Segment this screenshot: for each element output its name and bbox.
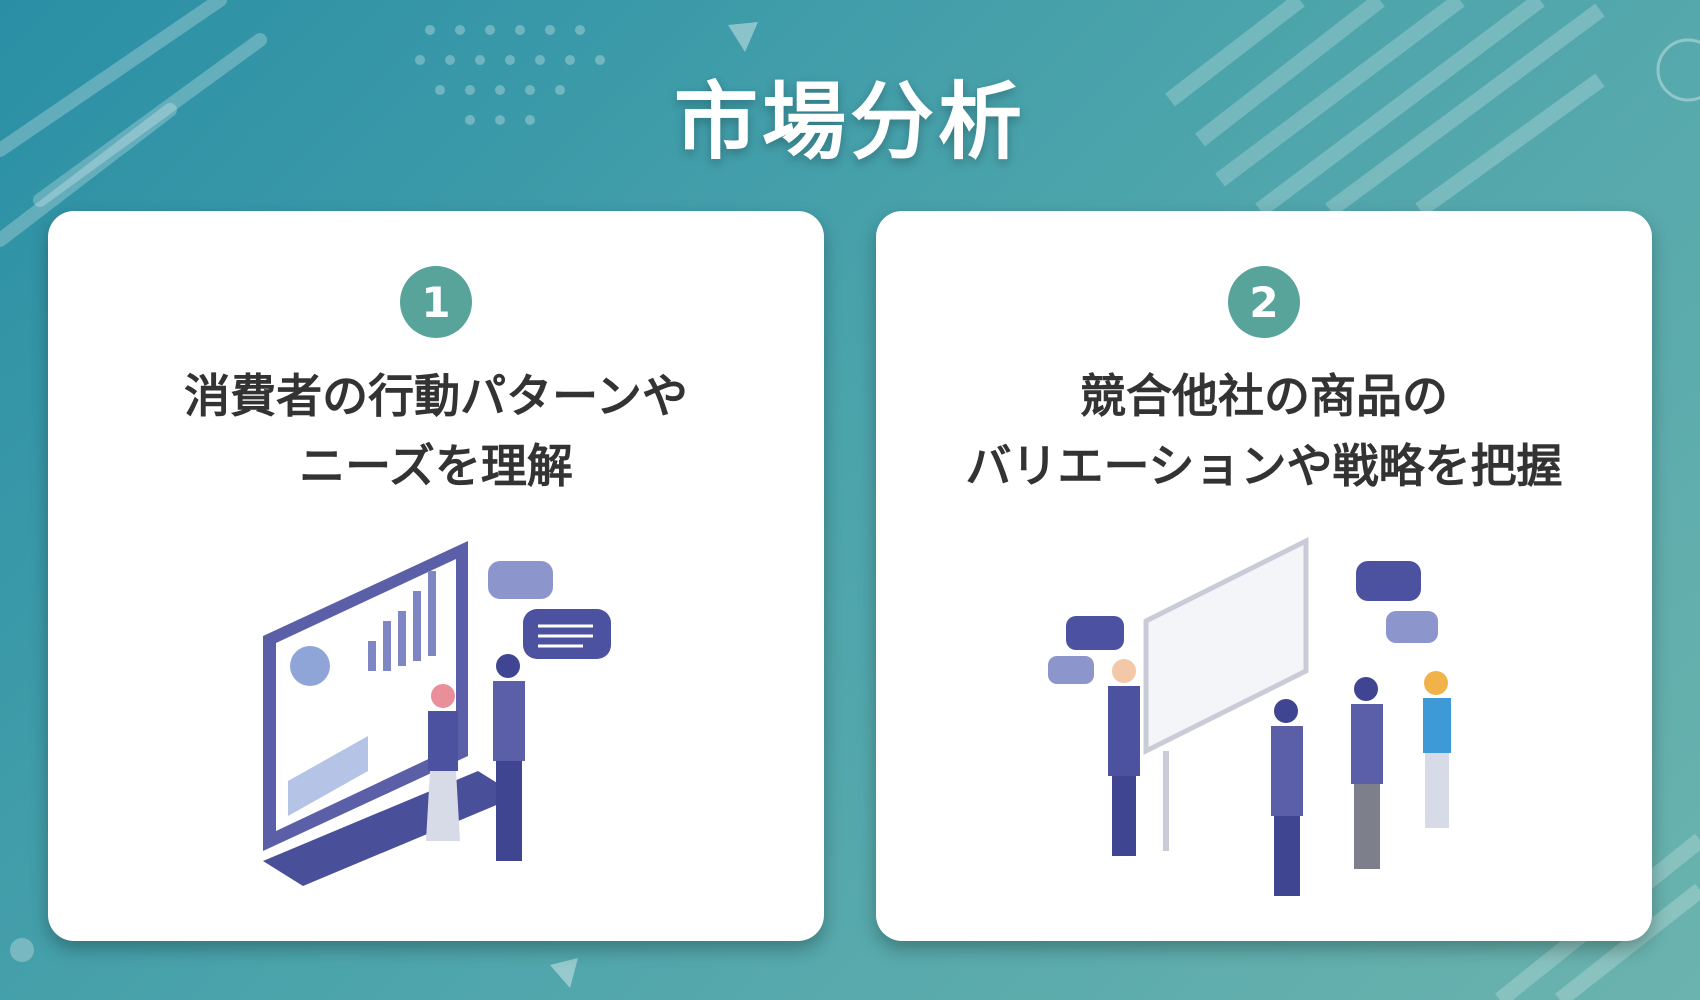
number-badge: 1 [400, 266, 472, 338]
heading-line: ニーズを理解 [299, 439, 573, 493]
heading-line: バリエーションや戦略を把握 [965, 439, 1563, 493]
whiteboard-team-illustration [1048, 536, 1451, 896]
card-competitor-analysis: 2 競合他社の商品の バリエーションや戦略を把握 [876, 211, 1652, 941]
card-consumer-behavior: 1 消費者の行動パターンや ニーズを理解 [48, 211, 824, 941]
heading-line: 消費者の行動パターンや [184, 369, 688, 423]
number-badge: 2 [1228, 266, 1300, 338]
card-heading: 競合他社の商品の バリエーションや戦略を把握 [876, 361, 1652, 501]
page-title: 市場分析 [673, 73, 1026, 171]
heading-line: 競合他社の商品の [1080, 369, 1448, 423]
monitor-analysis-illustration [263, 541, 611, 886]
card-heading: 消費者の行動パターンや ニーズを理解 [48, 361, 824, 501]
